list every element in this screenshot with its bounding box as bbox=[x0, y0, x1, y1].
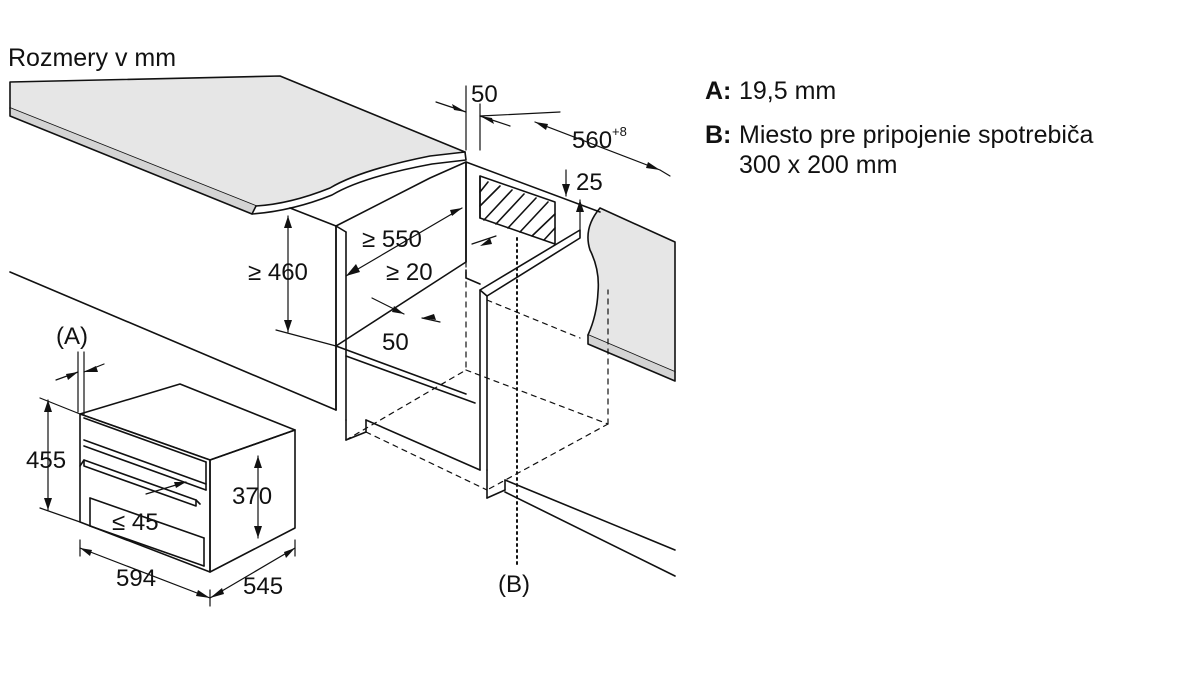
dim-594: 594 bbox=[116, 565, 156, 592]
oven-appliance bbox=[79, 383, 296, 573]
right-cabinet-side bbox=[465, 229, 581, 499]
arrowheads bbox=[44, 104, 660, 598]
legend-key-a: A: bbox=[705, 77, 732, 105]
dim-560-value: 560 bbox=[572, 127, 612, 154]
left-worktop bbox=[9, 75, 467, 215]
legend-key-b: B: bbox=[705, 121, 732, 149]
dim-min-20: ≥ 20 bbox=[386, 259, 433, 286]
legend-item-b: B: Miesto pre pripojenie spotrebiča 300 … bbox=[705, 120, 1093, 180]
dim-25: 25 bbox=[576, 169, 603, 196]
left-cabinet-side bbox=[289, 161, 476, 441]
dim-370: 370 bbox=[232, 483, 272, 510]
legend-item-a: A: 19,5 mm bbox=[705, 76, 1093, 106]
legend-text-a: 19,5 mm bbox=[739, 77, 837, 105]
right-worktop bbox=[587, 207, 676, 382]
dim-545: 545 bbox=[243, 573, 283, 600]
dim-455: 455 bbox=[26, 447, 66, 474]
dim-max-45: ≤ 45 bbox=[112, 509, 159, 536]
dim-b-marker: (B) bbox=[498, 571, 530, 598]
dim-560: 560+8 bbox=[572, 124, 627, 154]
dim-min-460: ≥ 460 bbox=[248, 259, 308, 286]
dim-a-marker: (A) bbox=[56, 323, 88, 350]
title-label: Rozmery v mm bbox=[8, 44, 176, 72]
legend-text-b: Miesto pre pripojenie spotrebiča 300 x 2… bbox=[739, 121, 1094, 179]
legend: A: 19,5 mm B: Miesto pre pripojenie spot… bbox=[705, 76, 1093, 194]
hidden-lines bbox=[345, 261, 609, 491]
dim-560-tolerance: +8 bbox=[612, 124, 627, 139]
dim-min-550: ≥ 550 bbox=[362, 226, 422, 253]
dim-50-top: 50 bbox=[471, 81, 498, 108]
dimension-labels: Rozmery v mm 50 560+8 25 ≥ 550 ≥ 20 ≥ 46… bbox=[8, 44, 627, 600]
dim-50-inner: 50 bbox=[382, 329, 409, 356]
floor-lines bbox=[9, 271, 676, 577]
